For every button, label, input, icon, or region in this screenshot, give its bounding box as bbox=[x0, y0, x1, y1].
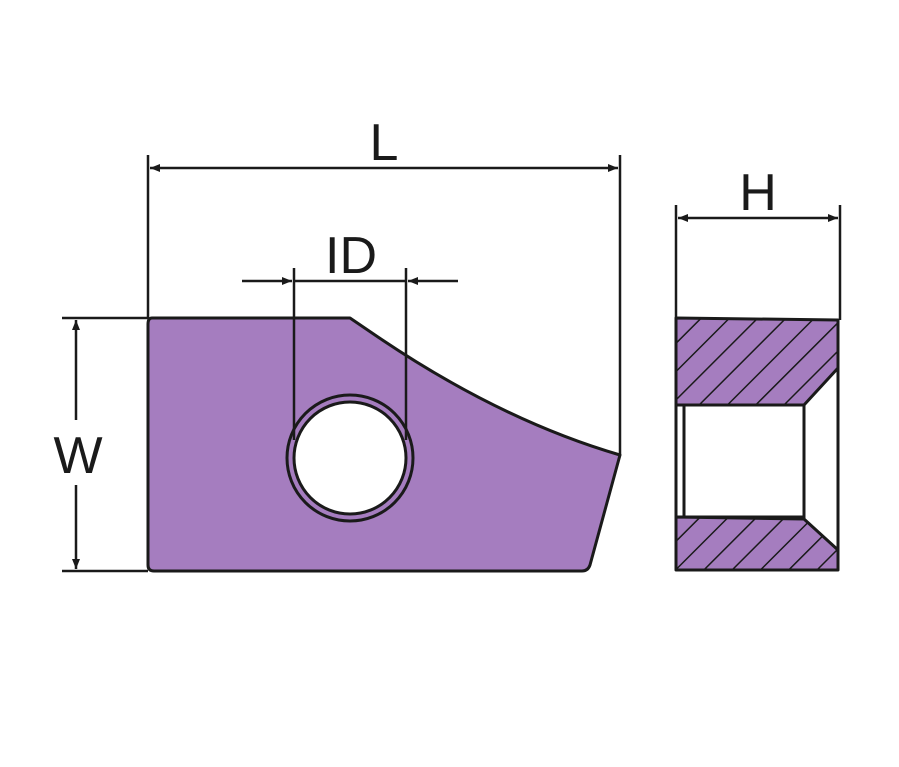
label-width: W bbox=[53, 427, 102, 485]
label-height: H bbox=[739, 164, 777, 222]
section-bore bbox=[674, 403, 806, 519]
bore-hole-outer bbox=[285, 393, 415, 523]
dimension-inner-diameter bbox=[242, 268, 458, 440]
section-bottom-hatch bbox=[674, 515, 840, 572]
dimension-height bbox=[674, 205, 842, 320]
label-length: L bbox=[370, 114, 399, 172]
dimension-width bbox=[62, 316, 148, 573]
dimension-length bbox=[146, 155, 622, 455]
bore-hole bbox=[292, 400, 408, 516]
label-inner-diameter: ID bbox=[325, 227, 377, 285]
section-top-hatch bbox=[674, 316, 840, 407]
side-section-view bbox=[674, 316, 840, 572]
front-view bbox=[146, 316, 622, 573]
